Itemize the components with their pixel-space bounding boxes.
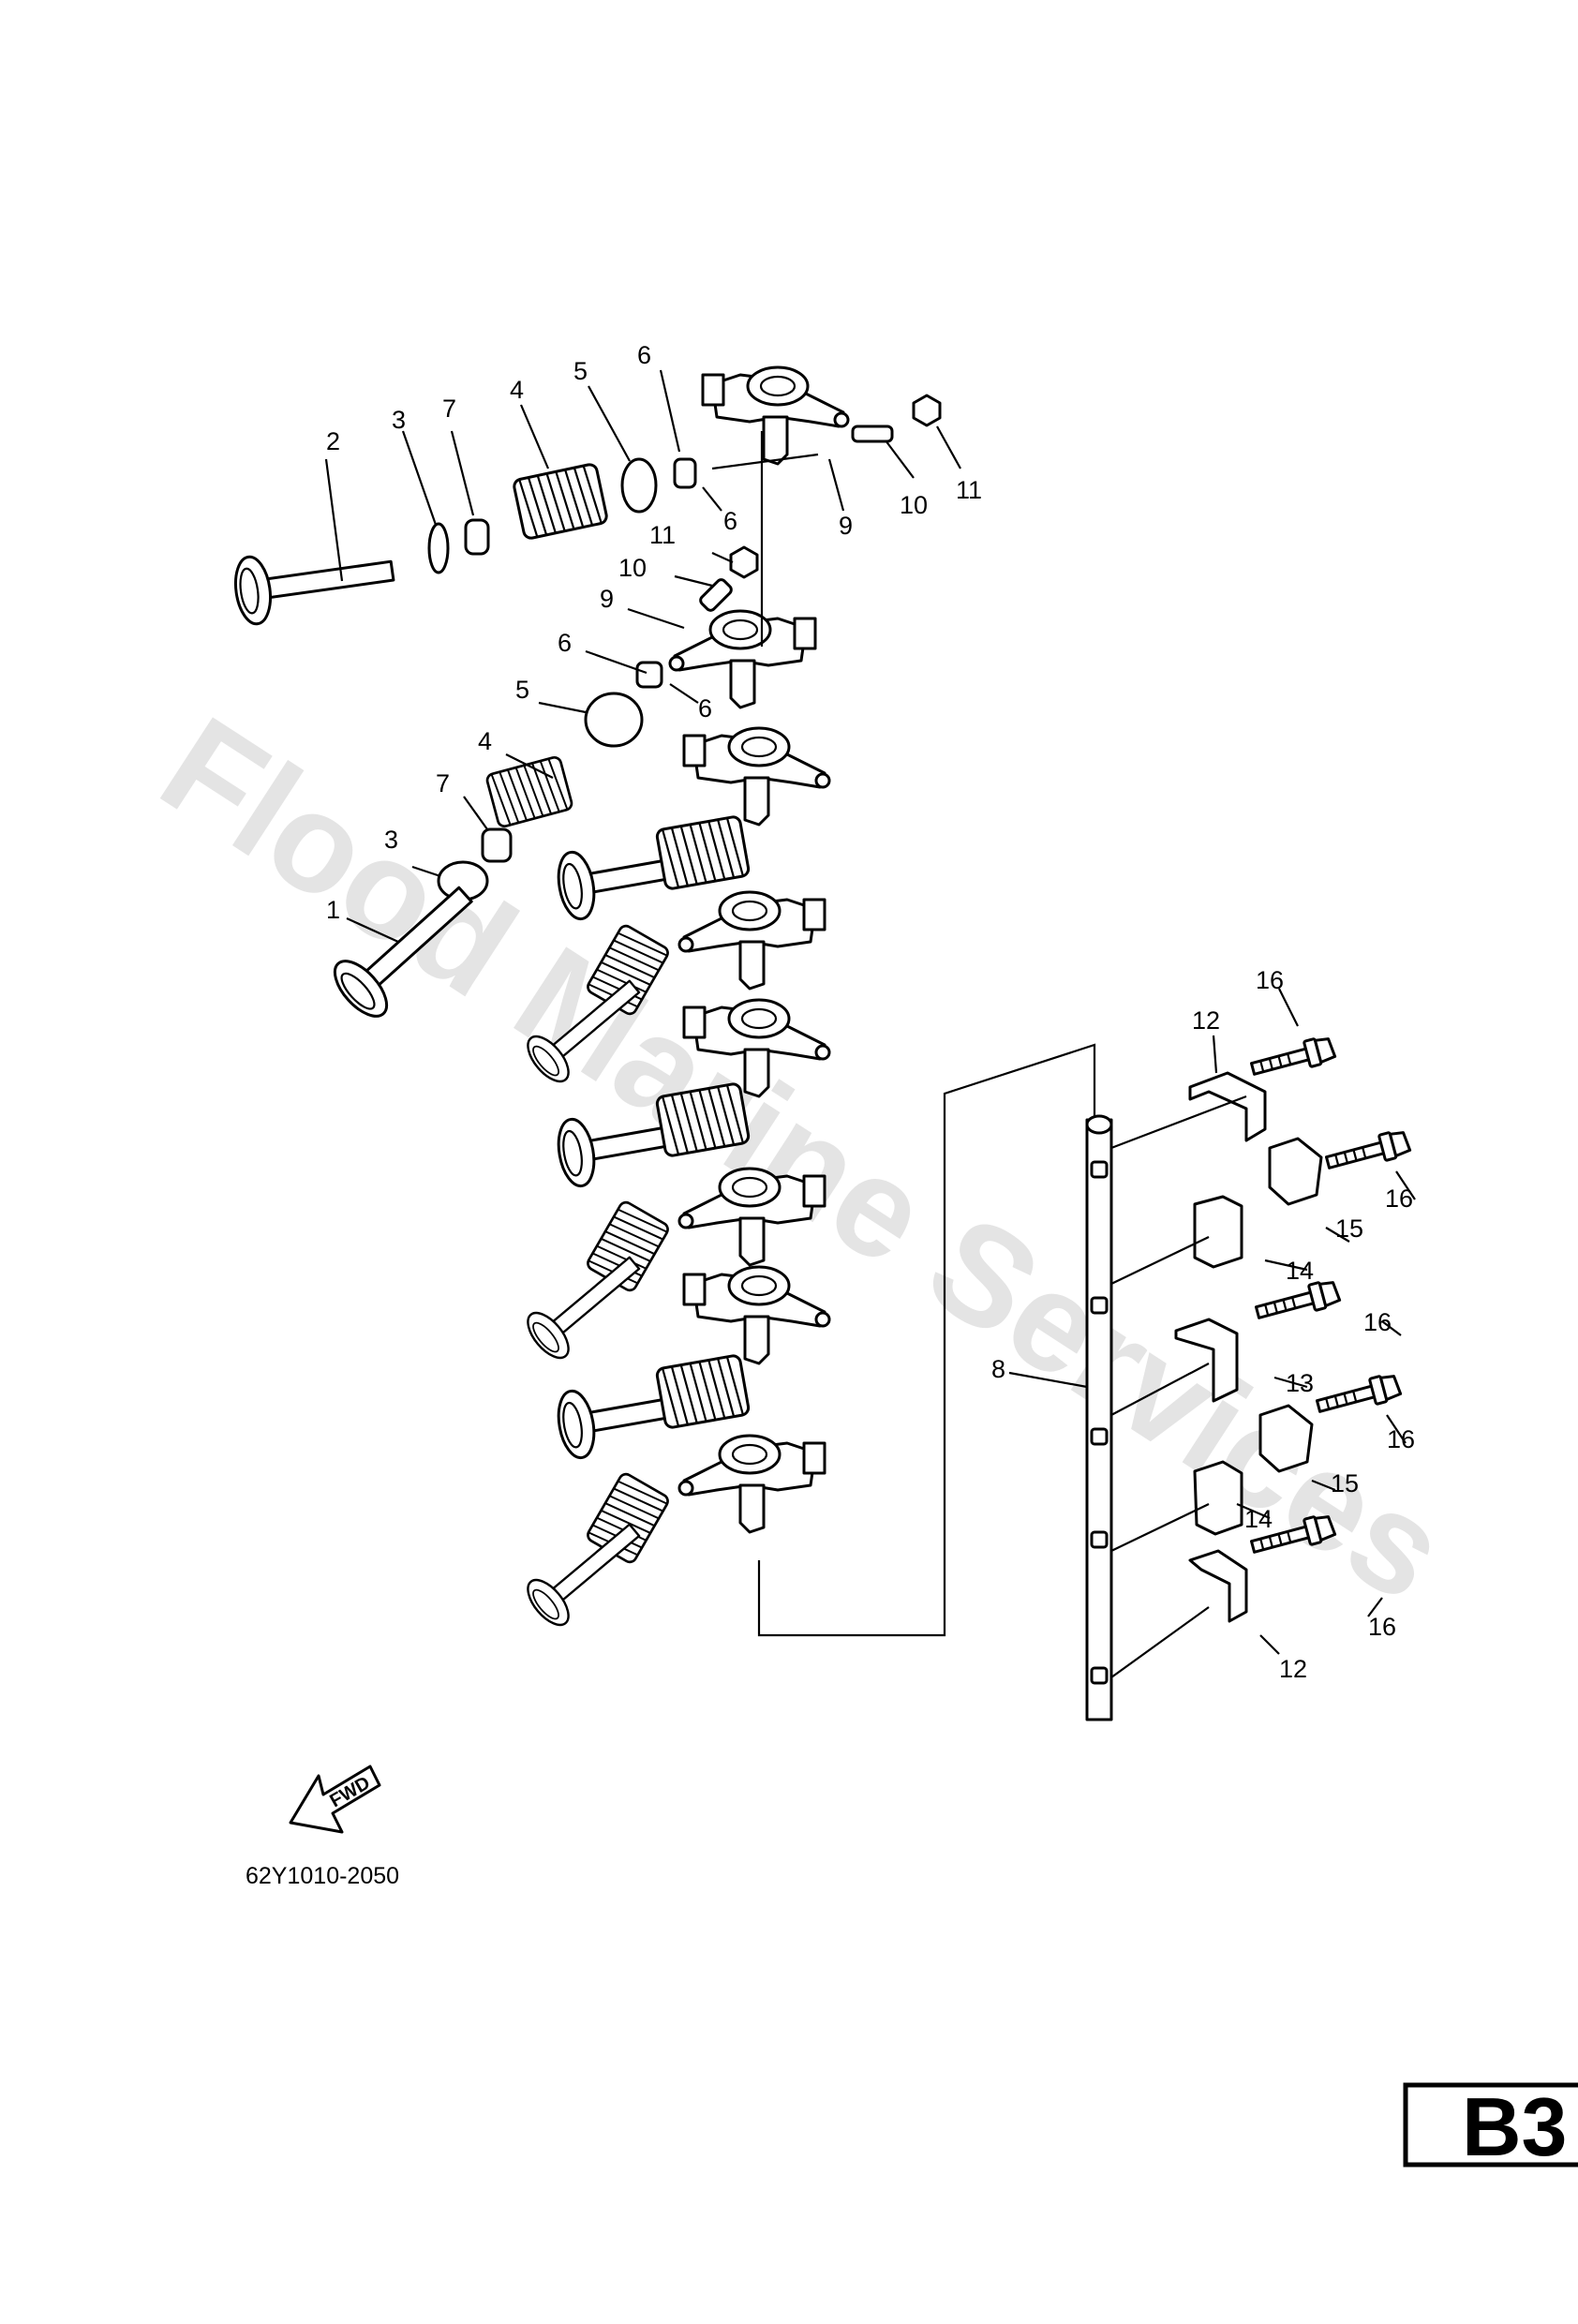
callout-labels: 2 3 7 4 5 6 6 9 10 11 11 10 9 6 6 5 4 7 … <box>326 341 1415 1683</box>
callout-12: 12 <box>1192 1006 1220 1035</box>
callout-4b: 4 <box>478 727 492 755</box>
callout-2: 2 <box>326 427 340 455</box>
callout-13: 13 <box>1286 1369 1314 1397</box>
bracket-connector-lines <box>1110 1095 1247 1678</box>
callout-7b: 7 <box>436 769 450 797</box>
drawing-code: 62Y1010-2050 <box>246 1863 399 1889</box>
callout-6b: 6 <box>723 507 737 535</box>
callout-9b: 9 <box>600 585 614 613</box>
callout-14b: 14 <box>1244 1505 1273 1533</box>
callout-3b: 3 <box>384 826 398 854</box>
forward-arrow: FWD <box>289 1765 381 1834</box>
callout-leaders <box>324 369 1416 1655</box>
shaft-brackets <box>1174 1033 1413 1623</box>
callout-15b: 15 <box>1331 1469 1359 1497</box>
callout-14: 14 <box>1286 1257 1314 1285</box>
callout-12b: 12 <box>1279 1655 1307 1683</box>
callout-6: 6 <box>637 341 651 369</box>
callout-11: 11 <box>956 476 982 504</box>
callout-10: 10 <box>900 491 928 519</box>
assembled-valve-train <box>519 726 831 1633</box>
callout-16b: 16 <box>1385 1184 1413 1213</box>
callout-1: 1 <box>326 896 340 924</box>
page-label: B3 <box>1462 2080 1568 2173</box>
upper-exploded-valve-train <box>230 365 942 1027</box>
callout-16c: 16 <box>1363 1308 1392 1336</box>
callout-16d: 16 <box>1387 1425 1415 1453</box>
callout-3: 3 <box>392 406 406 434</box>
callout-9: 9 <box>839 512 853 540</box>
callout-10b: 10 <box>618 554 647 582</box>
callout-8: 8 <box>991 1355 1005 1383</box>
callout-5: 5 <box>573 357 588 385</box>
fwd-arrow-icon <box>289 1765 381 1834</box>
callout-6d: 6 <box>698 694 712 723</box>
callout-6c: 6 <box>558 629 572 657</box>
rocker-shaft <box>1085 1114 1113 1721</box>
callout-7: 7 <box>442 395 456 423</box>
callout-4: 4 <box>510 376 524 404</box>
page-label-box: B3 <box>1403 2080 1578 2173</box>
callout-16e: 16 <box>1368 1613 1396 1641</box>
shaft-group-outline <box>757 1043 1096 1637</box>
callout-5b: 5 <box>515 676 529 704</box>
callout-16: 16 <box>1256 966 1284 994</box>
callout-11b: 11 <box>649 521 676 549</box>
callout-15: 15 <box>1335 1214 1363 1243</box>
